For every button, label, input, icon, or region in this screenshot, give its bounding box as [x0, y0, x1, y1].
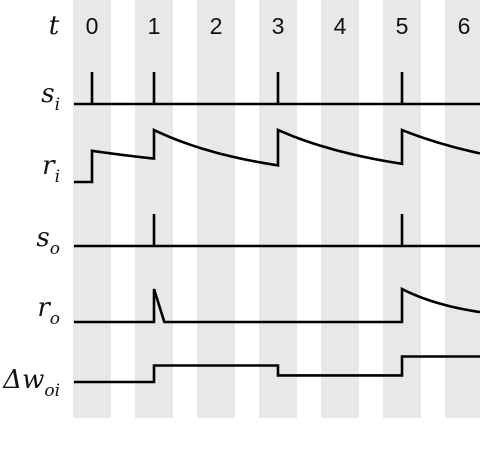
band-t6 — [445, 0, 480, 418]
band-t3 — [259, 0, 297, 418]
time-axis-label: t — [49, 11, 60, 41]
r-i-trace — [74, 127, 480, 184]
label-s-i: si — [41, 79, 60, 115]
tick-label-3: 3 — [272, 13, 285, 39]
band-t1 — [135, 0, 173, 418]
band-t4 — [321, 0, 359, 418]
dw-oi-trace — [74, 355, 480, 384]
band-t5 — [383, 0, 421, 418]
signal-traces — [74, 72, 480, 384]
label-s-o: so — [36, 223, 60, 259]
r-o-trace — [74, 286, 480, 324]
label-r-o: ro — [37, 293, 60, 329]
tick-label-2: 2 — [210, 13, 223, 39]
shaded-bands — [73, 0, 480, 418]
tick-label-5: 5 — [396, 13, 409, 39]
band-t0 — [73, 0, 111, 418]
tick-label-0: 0 — [86, 13, 99, 39]
tick-label-6: 6 — [458, 13, 471, 39]
tick-label-1: 1 — [148, 13, 161, 39]
label-dw-oi: Δwoi — [2, 365, 60, 401]
label-r-i: ri — [42, 151, 60, 187]
time-ticks: t 0 1 2 3 4 5 6 — [49, 11, 471, 41]
band-t2 — [197, 0, 235, 418]
tick-label-4: 4 — [334, 13, 347, 39]
